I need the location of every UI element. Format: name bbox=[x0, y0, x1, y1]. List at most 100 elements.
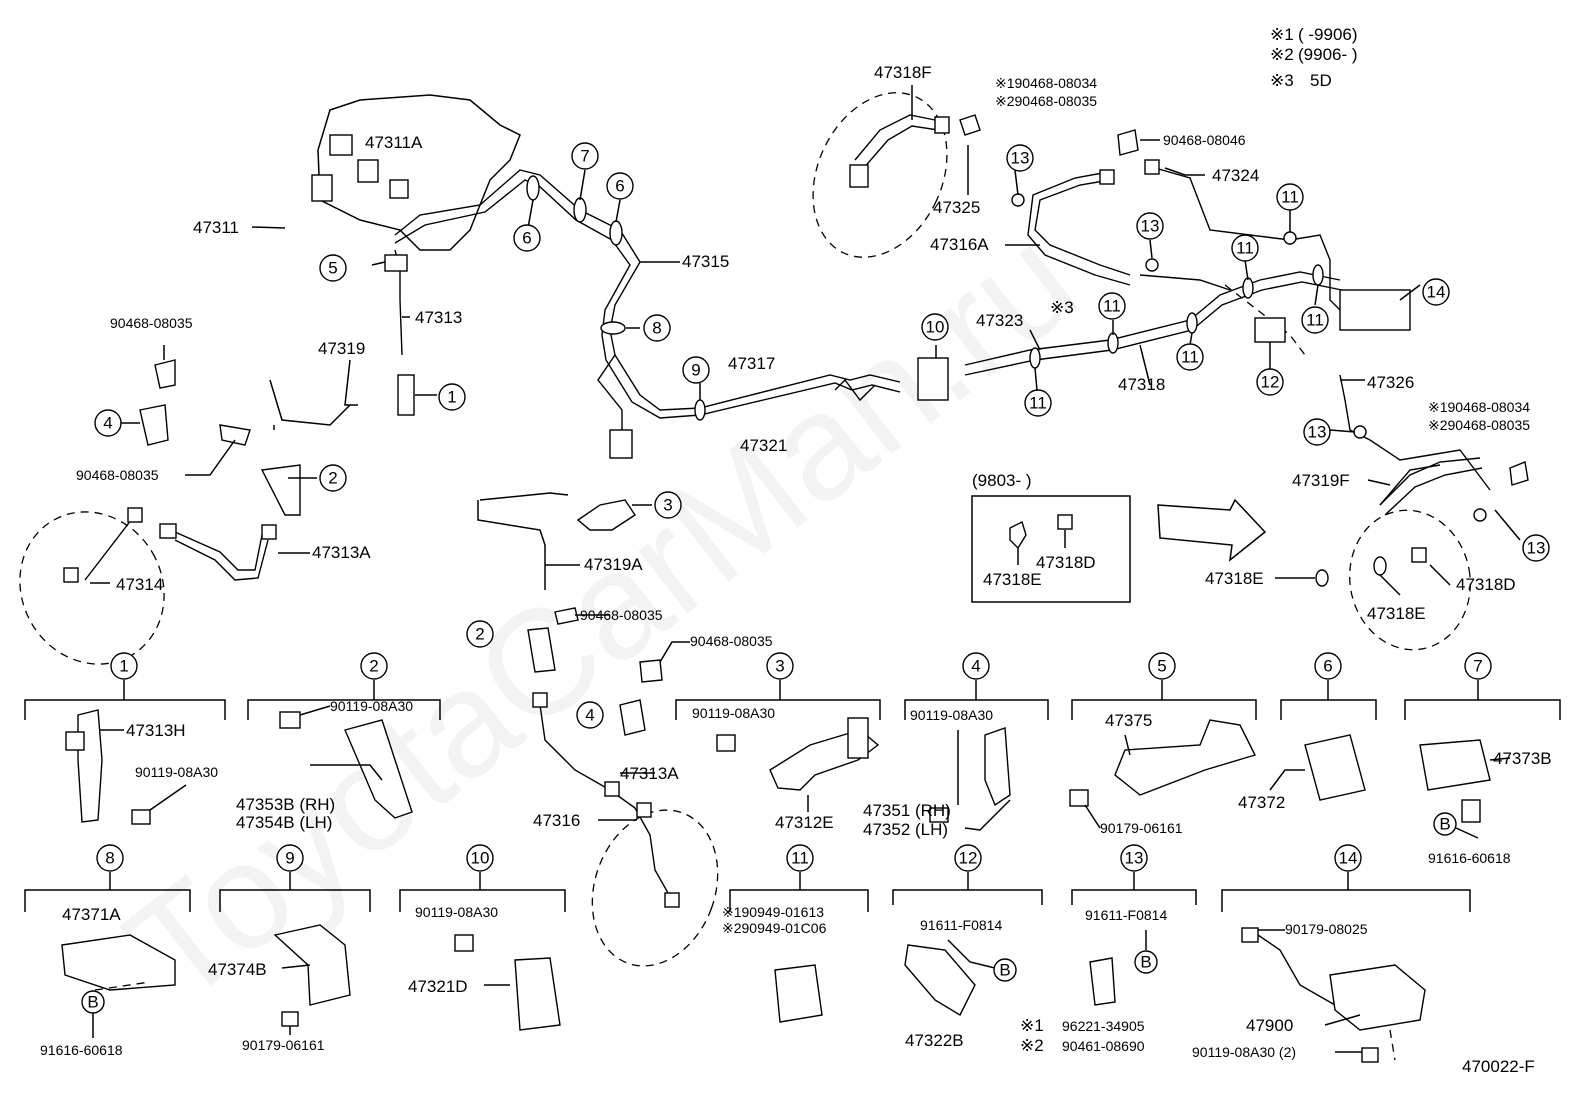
label-47319F: 47319F bbox=[1292, 471, 1350, 490]
svg-text:47318E: 47318E bbox=[983, 570, 1042, 589]
rear-right-hose bbox=[1349, 457, 1483, 651]
svg-text:13: 13 bbox=[1527, 539, 1546, 558]
svg-text:3: 3 bbox=[663, 496, 672, 515]
svg-text:90119-08A30: 90119-08A30 bbox=[135, 764, 218, 780]
label-47311A: 47311A bbox=[365, 133, 423, 152]
svg-text:90179-06161: 90179-06161 bbox=[242, 1037, 325, 1053]
svg-text:96221-34905: 96221-34905 bbox=[1062, 1018, 1145, 1034]
svg-text:11: 11 bbox=[791, 849, 809, 868]
svg-text:91611-F0814: 91611-F0814 bbox=[920, 917, 1002, 933]
pipe-clamps bbox=[526, 175, 1487, 522]
label-47326: 47326 bbox=[1367, 373, 1414, 392]
svg-text:2: 2 bbox=[475, 625, 484, 644]
svg-text:13: 13 bbox=[1125, 849, 1144, 868]
label-90468-08046: 90468-08046 bbox=[1163, 132, 1246, 148]
svg-text:47372: 47372 bbox=[1238, 793, 1285, 812]
svg-text:13: 13 bbox=[1141, 217, 1160, 236]
label-47317: 47317 bbox=[728, 354, 775, 373]
svg-text:11: 11 bbox=[1236, 239, 1254, 258]
svg-text:47373B: 47373B bbox=[1493, 749, 1552, 768]
svg-text:1: 1 bbox=[447, 388, 456, 407]
svg-text:91616-60618: 91616-60618 bbox=[1428, 850, 1511, 866]
svg-text:B: B bbox=[87, 993, 98, 1012]
svg-text:11: 11 bbox=[1181, 348, 1199, 367]
svg-text:13: 13 bbox=[1011, 149, 1030, 168]
label-47313A-center: 47313A bbox=[620, 764, 679, 783]
master-cylinder bbox=[311, 94, 521, 251]
svg-text:(9803- ): (9803- ) bbox=[972, 471, 1032, 490]
label-47315: 47315 bbox=[682, 252, 729, 271]
part-labels: 47311A 4 7 3 11 47313 47315 47317 4 7 3 2 1 473… bbox=[76, 63, 1530, 830]
label-47319A: 47319A bbox=[584, 555, 643, 574]
label-47318D-right: 47318D bbox=[1456, 575, 1516, 594]
svg-text:6: 6 bbox=[522, 229, 531, 248]
svg-text:( -9906): ( -9906) bbox=[1298, 25, 1358, 44]
label-47313A-left: 47313A bbox=[312, 543, 371, 562]
svg-text:5: 5 bbox=[1157, 657, 1166, 676]
label-90468-c: 90468-08035 bbox=[580, 607, 663, 623]
front-right-hose bbox=[532, 692, 719, 967]
rear-washers bbox=[1315, 547, 1427, 587]
svg-text:47374B: 47374B bbox=[208, 960, 267, 979]
svg-text:9: 9 bbox=[285, 849, 294, 868]
svg-text:91616-60618: 91616-60618 bbox=[40, 1042, 123, 1058]
svg-text:90119-08A30: 90119-08A30 bbox=[330, 698, 413, 714]
svg-text:11: 11 bbox=[1306, 311, 1324, 330]
svg-text:90461-08690: 90461-08690 bbox=[1062, 1038, 1145, 1054]
svg-text:12: 12 bbox=[1261, 373, 1280, 392]
label-47325: 47325 bbox=[933, 198, 980, 217]
front-left-hose bbox=[19, 507, 277, 665]
label-47318F: 47318F bbox=[874, 63, 932, 82]
svg-text:B: B bbox=[999, 961, 1010, 980]
svg-text:1: 1 bbox=[119, 657, 128, 676]
svg-text:※2: ※2 bbox=[1020, 1036, 1044, 1055]
svg-text:47352 (LH): 47352 (LH) bbox=[863, 820, 948, 839]
svg-text:9: 9 bbox=[691, 361, 700, 380]
label-47313: 47313 bbox=[415, 308, 462, 327]
svg-text:47900: 47900 bbox=[1246, 1016, 1293, 1035]
svg-text:13: 13 bbox=[1308, 423, 1327, 442]
svg-text:7: 7 bbox=[580, 147, 589, 166]
svg-text:5: 5 bbox=[328, 259, 337, 278]
svg-text:3: 3 bbox=[775, 657, 784, 676]
svg-text:4: 4 bbox=[103, 414, 112, 433]
label-47323-note: ※3 bbox=[1050, 298, 1074, 317]
svg-text:4: 4 bbox=[971, 657, 980, 676]
legend: ※1 ( -9906) ※2 (9906- ) ※3 5D bbox=[1270, 25, 1358, 90]
svg-text:91611-F0814: 91611-F0814 bbox=[1085, 907, 1167, 923]
svg-text:※1: ※1 bbox=[1270, 25, 1294, 44]
svg-text:8: 8 bbox=[652, 319, 661, 338]
svg-text:90119-08A30: 90119-08A30 bbox=[415, 904, 498, 920]
label-90468-d: 90468-08035 bbox=[690, 633, 773, 649]
label-47318F-note1: ※190468-08034 bbox=[995, 75, 1097, 91]
label-47318F-note2: ※290468-08035 bbox=[995, 93, 1097, 109]
svg-text:B: B bbox=[1140, 953, 1151, 972]
detail-panels: 1 2 3 4 5 6 7 8 9 10 11 12 bbox=[24, 652, 1561, 1063]
svg-text:8: 8 bbox=[105, 849, 114, 868]
svg-text:10: 10 bbox=[471, 849, 490, 868]
label-47319F-note1: ※190468-08034 bbox=[1428, 399, 1530, 415]
svg-text:90119-08A30: 90119-08A30 bbox=[910, 707, 993, 723]
svg-text:47371A: 47371A bbox=[62, 905, 121, 924]
label-47318: 47318 bbox=[1118, 375, 1165, 394]
inset-box: (9803- ) 47318E 47318D bbox=[971, 471, 1267, 603]
label-47318E-right: 47318E bbox=[1205, 569, 1264, 588]
callouts-main: 1 2 3 4 5 6 7 6 8 9 2 4 10 13 13 11 11 1… bbox=[94, 142, 1550, 729]
label-47316: 47316 bbox=[533, 811, 580, 830]
svg-text:12: 12 bbox=[959, 849, 978, 868]
diagram-code: 470022-F bbox=[1462, 1057, 1535, 1076]
leader-lines bbox=[90, 85, 1521, 821]
svg-text:5D: 5D bbox=[1310, 71, 1332, 90]
svg-text:7: 7 bbox=[1473, 657, 1482, 676]
svg-text:B: B bbox=[1439, 815, 1450, 834]
svg-text:47318D: 47318D bbox=[1036, 553, 1096, 572]
svg-text:47313H: 47313H bbox=[126, 721, 186, 740]
svg-text:4: 4 bbox=[585, 706, 594, 725]
svg-text:6: 6 bbox=[615, 177, 624, 196]
svg-text:6: 6 bbox=[1323, 657, 1332, 676]
svg-text:47322B: 47322B bbox=[905, 1031, 964, 1050]
label-47319: 47319 bbox=[318, 339, 365, 358]
svg-text:11: 11 bbox=[1029, 394, 1047, 413]
svg-text:90179-06161: 90179-06161 bbox=[1100, 820, 1183, 836]
